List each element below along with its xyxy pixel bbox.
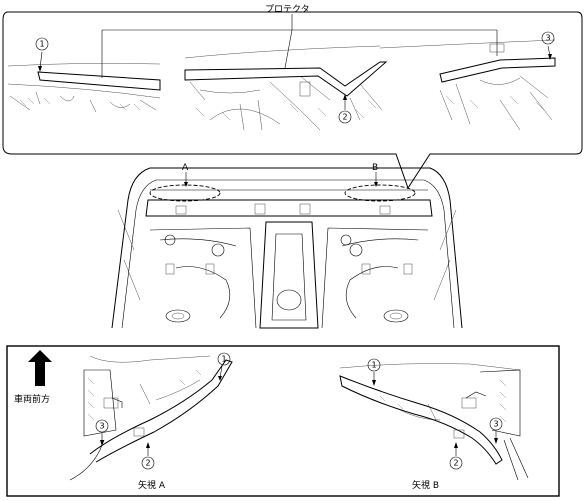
view-a-drawing: 1 2 3 矢視 A — [69, 352, 233, 491]
protector-part-center — [184, 61, 388, 97]
protector-part-view-b — [339, 375, 503, 465]
cowl-panel — [145, 199, 433, 217]
callout-2-view-b-number: 2 — [453, 459, 458, 468]
callout-1-top-number: 1 — [39, 40, 44, 49]
body-outline — [111, 167, 463, 329]
protector-label: プロテクタ — [265, 4, 310, 15]
callout-2-view-b — [449, 456, 463, 470]
protector-part-view-a — [89, 359, 233, 463]
callout-3-top-number: 3 — [545, 34, 550, 43]
area-a-ellipse — [149, 184, 221, 202]
bottom-views-panel: 車両前方 1 2 3 矢視 A — [6, 345, 560, 497]
center-tunnel — [259, 221, 319, 329]
view-a-caption: 矢視 A — [138, 479, 166, 491]
detail-view-right: 3 — [379, 31, 556, 131]
view-b-drawing: 1 2 3 矢視 B — [339, 358, 529, 491]
callout-2-view-a — [141, 456, 155, 470]
area-b-label: B — [372, 163, 378, 173]
detail-callout-frame — [2, 11, 583, 190]
detail-view-center: 2 — [184, 45, 388, 131]
callout-1-view-a — [217, 352, 231, 366]
area-a-label: A — [182, 163, 189, 173]
leader-center — [284, 14, 293, 69]
callout-1-view-a-number: 1 — [221, 355, 226, 364]
callout-1-top — [35, 37, 49, 51]
top-detail-panel: プロテクタ 1 2 — [2, 4, 583, 190]
callout-2-view-a-number: 2 — [145, 459, 150, 468]
bottom-panel-frame — [6, 345, 560, 497]
protector-part-left — [37, 71, 161, 91]
callout-3-view-b — [489, 417, 503, 431]
callout-3-view-b-number: 3 — [493, 420, 498, 429]
front-direction-label: 車両前方 — [14, 393, 50, 405]
callout-1-view-b — [367, 358, 381, 372]
callout-3-top — [541, 31, 555, 45]
front-direction-arrow-icon — [28, 350, 52, 386]
protector-part-right — [439, 57, 556, 83]
callout-3-view-a-number: 3 — [99, 422, 104, 431]
view-b-caption: 矢視 B — [412, 479, 439, 491]
callout-2-top — [338, 110, 352, 124]
vehicle-body-overview: A B — [111, 163, 463, 329]
callout-1-view-b-number: 1 — [371, 361, 376, 370]
detail-view-left: 1 — [7, 37, 161, 113]
callout-3-view-a — [95, 419, 109, 433]
callout-2-top-number: 2 — [342, 113, 347, 122]
area-b-ellipse — [344, 184, 416, 202]
